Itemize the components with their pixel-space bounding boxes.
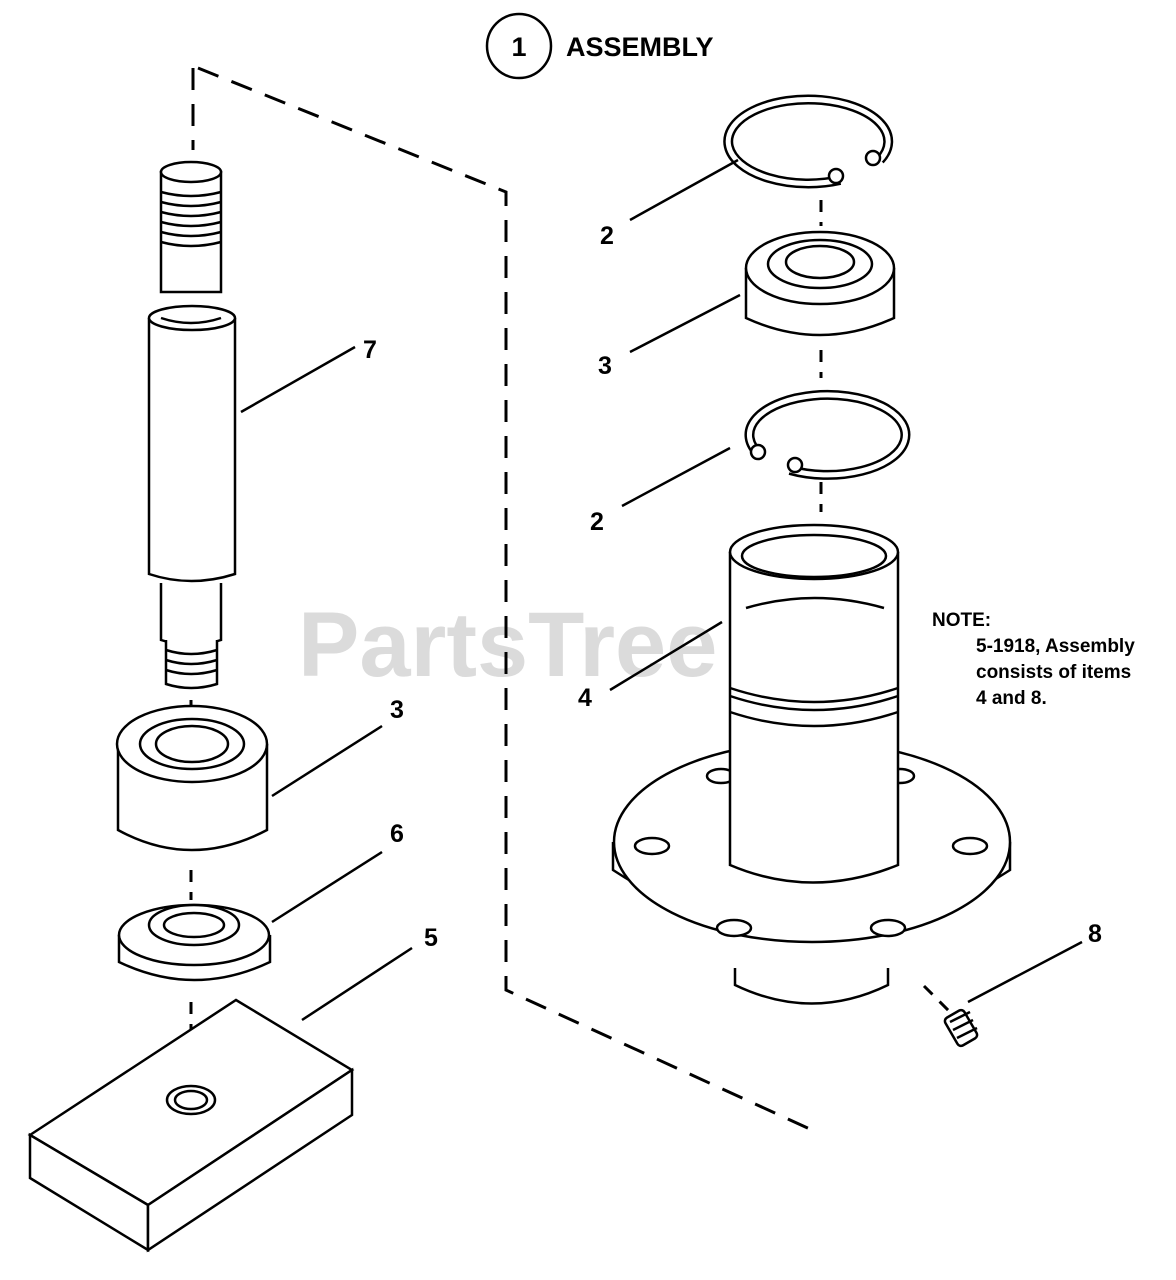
leader-plate [301,946,413,1022]
fitting-dash [922,984,952,1014]
note-heading: NOTE: [932,610,991,631]
grease-fitting [943,1008,979,1048]
leader-ring-top [629,158,739,222]
spacer [117,903,272,982]
callout-housing: 4 [578,684,592,712]
callout-spacer: 6 [390,820,404,848]
retaining-ring-bottom [744,389,911,480]
plate [27,998,355,1253]
leader-spacer [271,850,383,924]
assembly-note: NOTE: 5-1918, Assembly consists of items… [932,610,1135,709]
bearing-left [115,704,269,852]
retaining-ring-top [723,94,894,189]
leader-bearing-left [271,724,383,798]
callout-bearing-left: 3 [390,696,404,724]
spindle-housing [611,523,1012,1005]
callout-ring-top: 2 [600,222,614,250]
note-line-2: consists of items [976,662,1131,683]
leader-shaft [240,345,356,414]
note-line-1: 5-1918, Assembly [976,636,1135,657]
assembly-dash-outline [197,66,813,1132]
title-circle [485,12,553,80]
title-number: 1 [511,32,526,62]
callout-plate: 5 [424,924,438,952]
leader-bearing-right [629,293,741,354]
bearing-right [744,230,896,337]
callout-shaft: 7 [363,336,377,364]
shaft [147,160,237,690]
callout-ring-bottom: 2 [590,508,604,536]
leader-housing [609,620,723,692]
title-group: 1 ASSEMBLY [485,12,714,80]
leader-fitting [967,940,1083,1004]
title-label: ASSEMBLY [566,32,714,62]
callout-bearing-right: 3 [598,352,612,380]
callout-fitting: 8 [1088,920,1102,948]
watermark: PartsTree [298,594,717,696]
note-line-3: 4 and 8. [976,688,1047,709]
leader-ring-bottom [621,446,731,508]
